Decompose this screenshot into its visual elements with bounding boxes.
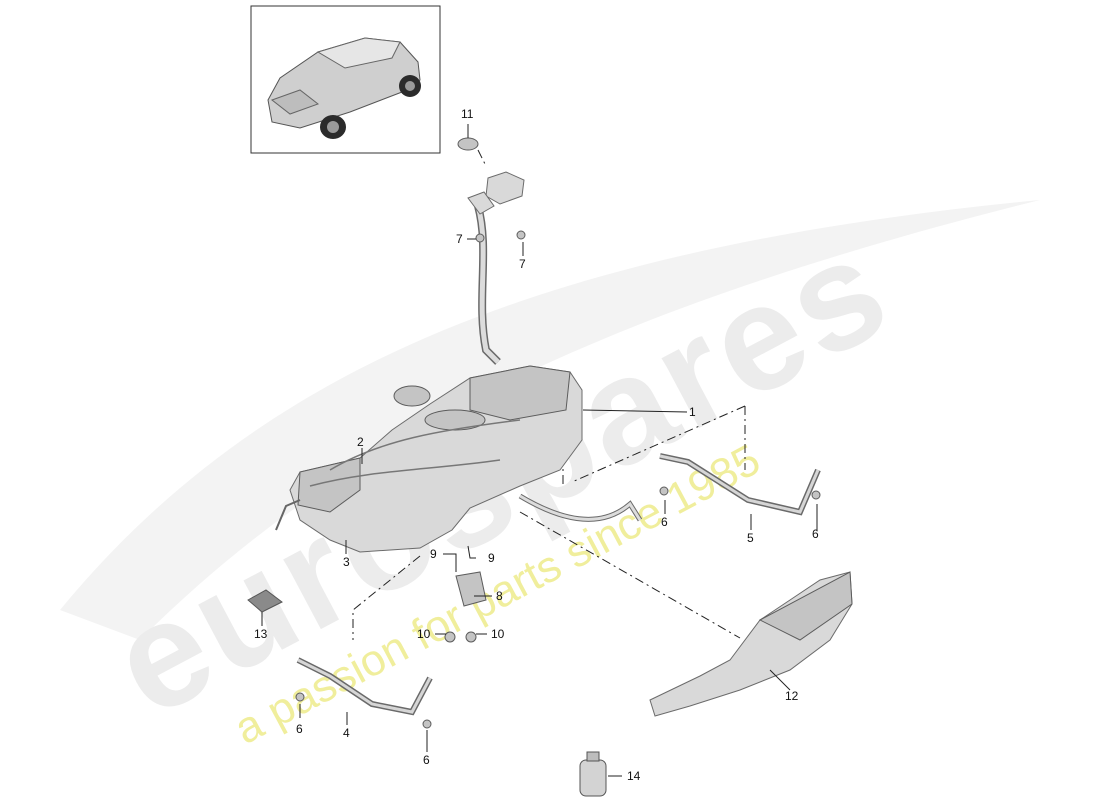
leader-lines bbox=[261, 124, 818, 777]
valve-part bbox=[444, 571, 487, 643]
watermark-swoosh bbox=[60, 200, 1040, 640]
callout-6-right-a: 6 bbox=[661, 515, 668, 529]
callout-3: 3 bbox=[343, 555, 350, 569]
watermark: eurospares a passion for parts since 198… bbox=[60, 200, 1040, 754]
callout-7-left: 7 bbox=[456, 232, 463, 246]
callout-8: 8 bbox=[496, 589, 503, 603]
callout-5: 5 bbox=[747, 531, 754, 545]
tank-strap-left bbox=[295, 657, 433, 729]
filler-neck bbox=[457, 137, 526, 365]
foam-pad bbox=[247, 589, 283, 613]
tank-strap-right bbox=[659, 453, 821, 516]
fuel-tank bbox=[275, 365, 643, 553]
callout-10-right: 10 bbox=[491, 627, 505, 641]
callout-9-left: 9 bbox=[430, 547, 437, 561]
callout-6-left-b: 6 bbox=[423, 753, 430, 767]
callout-2: 2 bbox=[357, 435, 364, 449]
callout-13: 13 bbox=[254, 627, 268, 641]
callout-6-left-a: 6 bbox=[296, 722, 303, 736]
callout-7-right: 7 bbox=[519, 257, 526, 271]
callout-9-right: 9 bbox=[488, 551, 495, 565]
vehicle-inset bbox=[250, 5, 441, 154]
callout-6-right-b: 6 bbox=[812, 527, 819, 541]
callout-4: 4 bbox=[343, 726, 350, 740]
bottle bbox=[579, 751, 607, 797]
heat-shield bbox=[649, 571, 853, 717]
callout-12: 12 bbox=[785, 689, 799, 703]
bolt-7b bbox=[516, 230, 526, 240]
callout-1: 1 bbox=[689, 405, 696, 419]
callout-11: 11 bbox=[461, 107, 474, 121]
suv-icon bbox=[267, 37, 421, 139]
callout-labels: 1 2 3 4 5 6 6 6 6 7 7 8 9 9 10 10 11 12 … bbox=[254, 107, 819, 783]
callout-14: 14 bbox=[627, 769, 641, 783]
bolt-7a bbox=[475, 233, 485, 243]
callout-10-left: 10 bbox=[417, 627, 431, 641]
fuel-cap bbox=[457, 137, 479, 151]
expansion-tank bbox=[393, 385, 431, 407]
